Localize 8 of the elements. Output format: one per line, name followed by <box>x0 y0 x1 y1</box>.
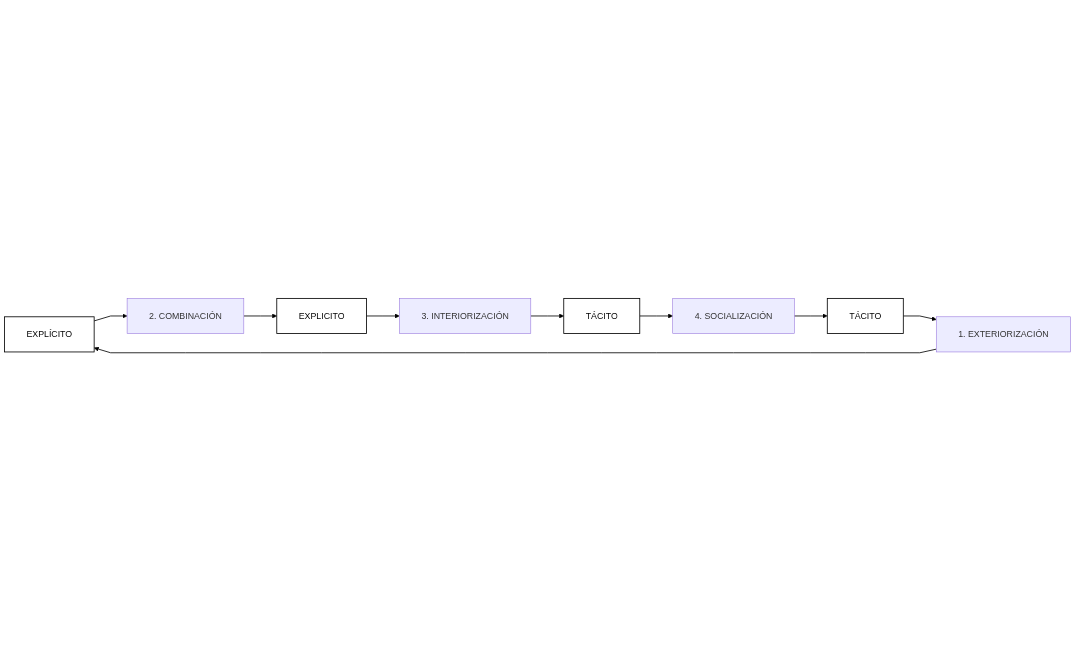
node-box: 2. COMBINACIÓN <box>126 298 245 334</box>
node-box: EXPLÍCITO <box>4 316 95 353</box>
node-box: 3. INTERIORIZACIÓN <box>399 298 532 334</box>
node-box: 4. SOCIALIZACIÓN <box>672 298 795 334</box>
node-box: TÁCITO <box>826 297 904 334</box>
node-box: 1. EXTERIORIZACIÓN <box>936 316 1071 353</box>
node-box: TÁCITO <box>563 297 641 334</box>
node-box: EXPLICITO <box>276 297 367 334</box>
